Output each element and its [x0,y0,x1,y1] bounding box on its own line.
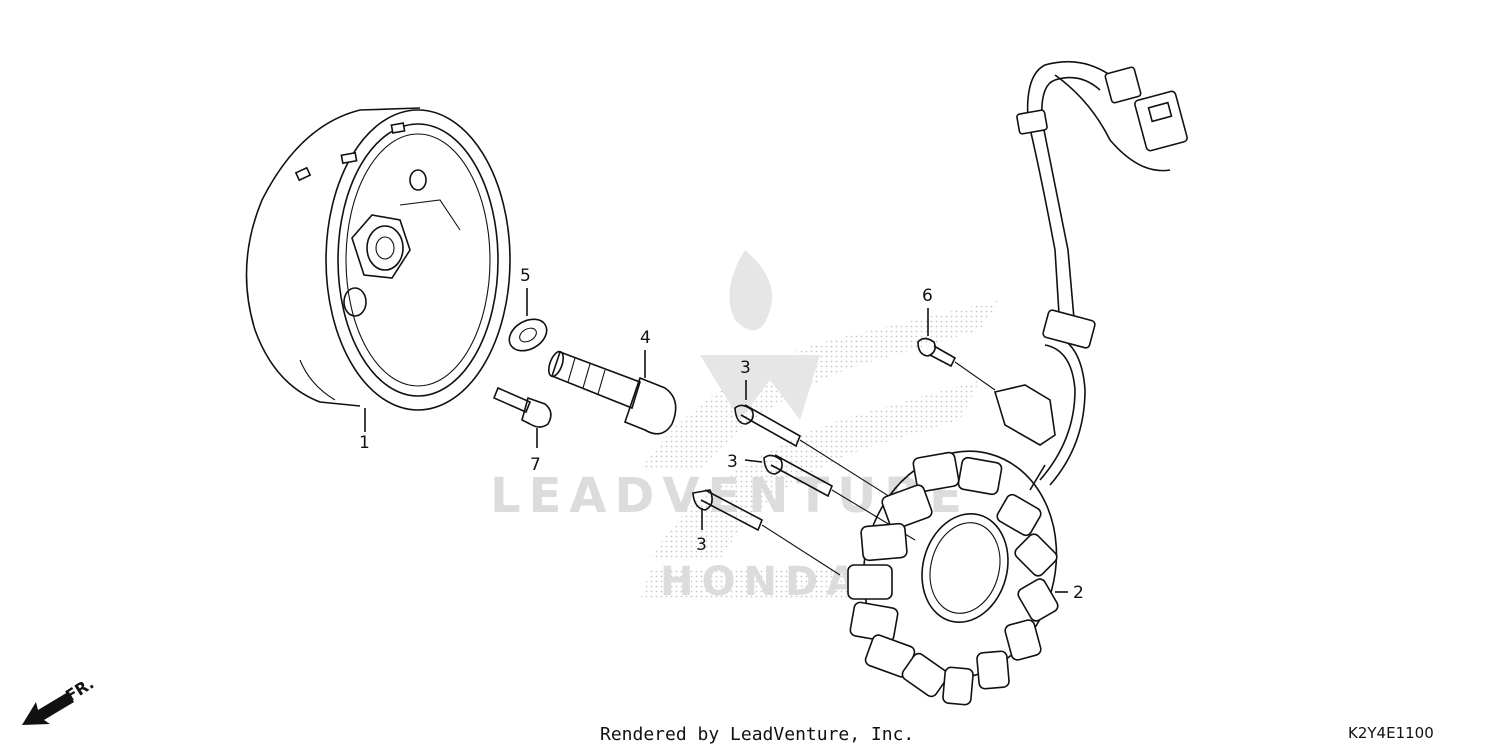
callout-2: 2 [1073,583,1084,603]
callout-6: 6 [922,286,933,306]
bolt-part-7 [492,386,552,448]
front-direction-indicator: FR. [22,674,97,725]
callout-7: 7 [530,455,541,475]
watermark: LEADVENTURE HONDA [490,250,1000,605]
footer-credit: Rendered by LeadVenture, Inc. [600,724,914,745]
flywheel-part-1 [245,107,511,432]
callout-5: 5 [520,266,531,286]
arrow-down-left-icon [22,692,74,725]
screw-part-6 [917,308,996,391]
bolt-part-4 [548,350,677,435]
callout-3a: 3 [740,358,751,378]
washer-part-5 [508,288,548,352]
watermark-sub: HONDA [660,559,865,605]
callout-3c: 3 [696,535,707,555]
callout-3b: 3 [727,452,738,472]
stator-part-2 [847,60,1188,706]
callout-labels: 1 2 3 3 3 4 5 6 7 [359,266,1084,603]
bolts-part-3 [692,380,916,576]
watermark-text: LEADVENTURE [490,468,970,524]
diagram-code: K2Y4E1100 [1348,724,1434,742]
callout-1: 1 [359,433,370,453]
callout-4: 4 [640,328,651,348]
